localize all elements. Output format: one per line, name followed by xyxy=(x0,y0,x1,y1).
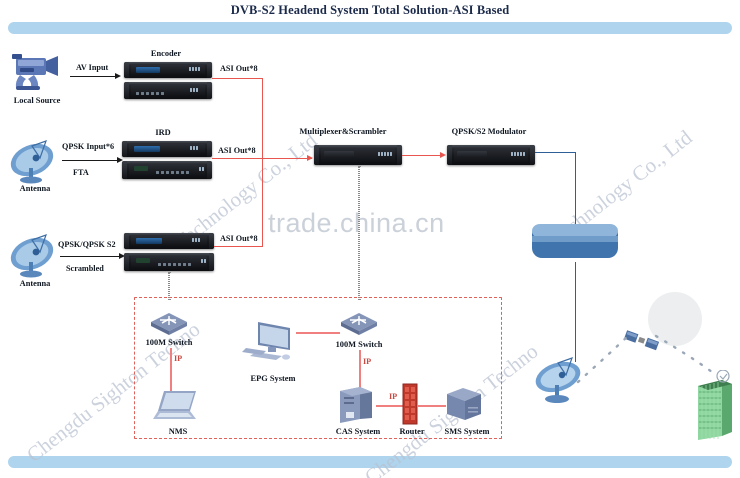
modulator-uplink-h xyxy=(535,152,575,153)
qpsk-s2-arrow xyxy=(119,252,125,259)
mod-input-arrow xyxy=(440,151,446,158)
receiving-dish-icon xyxy=(530,355,592,405)
av-input-label: AV Input xyxy=(76,63,109,72)
antenna-label-1: Antenna xyxy=(19,184,51,193)
fta-label: FTA xyxy=(73,168,89,177)
scrambler-device-unit-2 xyxy=(124,253,214,271)
network-switch-icon-right xyxy=(336,310,382,336)
building-icon xyxy=(692,369,736,442)
watermark-site: trade.china.cn xyxy=(268,208,445,238)
asi-trunk-vertical xyxy=(262,78,263,246)
av-input-line xyxy=(70,76,116,77)
router-label: Router xyxy=(399,427,425,436)
asi-out-label-2: ASI Out*8 xyxy=(218,146,256,155)
modulator-label: QPSK/S2 Modulator xyxy=(451,127,527,136)
router-sms-link xyxy=(418,405,446,407)
qpsk-input-line xyxy=(62,160,118,161)
bottom-accent-bar xyxy=(8,456,732,468)
antenna-label-2: Antenna xyxy=(19,279,51,288)
server-tower-icon-cas xyxy=(336,385,378,427)
scrambler-device-unit-1 xyxy=(124,233,214,249)
asi-line-1-h xyxy=(212,78,262,79)
cas-label: CAS System xyxy=(335,427,381,436)
av-input-arrow xyxy=(115,72,121,79)
desktop-computer-icon-epg xyxy=(242,320,304,364)
ird-device-unit-1 xyxy=(122,141,212,157)
switch-left-label: 100M Switch xyxy=(145,338,193,347)
cas-router-link xyxy=(376,405,408,407)
mux-input-arrow xyxy=(307,154,313,161)
ip-label-right: IP xyxy=(363,357,372,366)
encoder-device-unit-1 xyxy=(124,62,212,78)
modulator-uplink-v xyxy=(575,152,576,224)
multiplexer-device xyxy=(314,145,402,165)
network-switch-icon-left xyxy=(146,310,192,336)
scrambled-label: Scrambled xyxy=(66,264,104,273)
ip-label-router: IP xyxy=(389,392,398,401)
satellite-dish-icon-2 xyxy=(6,232,64,280)
asi-line-3-h xyxy=(214,246,263,247)
nms-label: NMS xyxy=(168,427,188,436)
epg-label: EPG System xyxy=(250,374,296,383)
qpsk-input-label: QPSK Input*6 xyxy=(62,142,115,151)
ip-label-left: IP xyxy=(174,354,183,363)
server-cube-icon-sms xyxy=(443,384,485,424)
switch-cas-link xyxy=(359,350,361,388)
sms-label: SMS System xyxy=(444,427,490,436)
page-title: DVB-S2 Headend System Total Solution-ASI… xyxy=(230,3,510,17)
uplink-antenna-icon xyxy=(528,222,622,264)
management-network-box xyxy=(134,297,502,439)
satellite-dish-icon-1 xyxy=(6,138,64,186)
local-source-label: Local Source xyxy=(13,96,61,105)
encoder-label: Encoder xyxy=(150,49,182,58)
encoder-device-unit-2 xyxy=(124,82,212,99)
top-accent-bar xyxy=(8,22,732,34)
asi-out-label-3: ASI Out*8 xyxy=(220,234,258,243)
video-camera-icon xyxy=(8,52,64,94)
satellite-icon xyxy=(620,328,664,356)
ird-label: IRD xyxy=(155,128,171,137)
switch-nms-link xyxy=(170,348,172,392)
dotted-feed-right xyxy=(358,166,360,300)
switch-right-label: 100M Switch xyxy=(335,340,383,349)
router-icon xyxy=(400,382,422,426)
epg-switch-link xyxy=(296,332,340,334)
multiplexer-label: Multiplexer&Scrambler xyxy=(299,127,387,136)
qpsk-s2-line xyxy=(60,256,120,257)
ird-device-unit-2 xyxy=(122,161,212,179)
broadcast-path-dots xyxy=(560,300,740,410)
asi-out-label-1: ASI Out*8 xyxy=(220,64,258,73)
mux-to-mod-line xyxy=(402,155,444,156)
laptop-icon-nms xyxy=(152,388,204,424)
qpsk-s2-label: QPSK/QPSK S2 xyxy=(58,240,116,249)
uplink-mast xyxy=(575,262,576,362)
dotted-feed-left xyxy=(168,272,170,300)
qpsk-input-arrow xyxy=(117,156,123,163)
modulator-device xyxy=(447,145,535,165)
